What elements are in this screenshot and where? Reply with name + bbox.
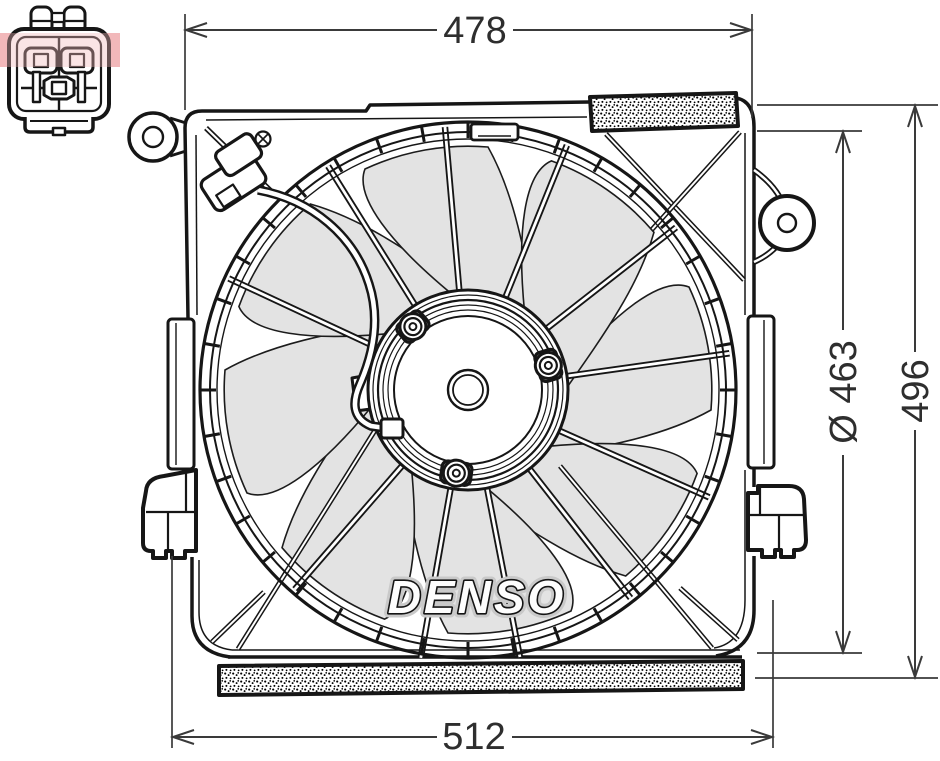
svg-text:Ø 463: Ø 463 <box>823 340 865 444</box>
shroud-connector-bracket <box>199 132 268 213</box>
connector-detail-inset: DENSO <box>0 5 120 137</box>
top-foam-pad <box>588 91 740 133</box>
left-mount-foot <box>141 468 198 560</box>
highlight-band-tint <box>0 33 120 67</box>
svg-text:478: 478 <box>443 10 506 52</box>
fan-ring <box>198 120 738 660</box>
ring-ribs <box>201 123 735 657</box>
dimension-top-width: 478 <box>182 10 755 52</box>
support-arms <box>227 126 730 659</box>
shaft-hole <box>446 368 490 412</box>
hub-bolts <box>395 309 564 488</box>
harness-clip <box>379 417 405 440</box>
dimensions: 478 512 Ø 463 496 <box>169 10 938 758</box>
left-flange <box>166 317 196 471</box>
svg-text:496: 496 <box>895 359 937 422</box>
dimension-fan-diameter: Ø 463 <box>823 128 865 656</box>
screw-symbol <box>254 130 272 148</box>
ring-top-clip <box>469 122 520 142</box>
motor-hub <box>350 288 570 492</box>
wire-harness <box>257 185 405 440</box>
top-left-mount-ear <box>127 111 187 163</box>
right-flange <box>746 314 776 470</box>
bottom-foam-pad <box>217 659 745 697</box>
brand-watermark: DENSO DENSO <box>383 567 568 628</box>
svg-text:DENSO: DENSO <box>388 571 567 623</box>
top-right-mount-ear <box>752 167 816 265</box>
connector-outline <box>7 5 111 137</box>
svg-text:512: 512 <box>442 716 505 758</box>
dimension-overall-height: 496 <box>895 102 937 681</box>
right-mount-foot <box>746 484 808 559</box>
dimension-bottom-width: 512 <box>169 716 776 758</box>
svg-text:DENSO: DENSO <box>388 571 567 623</box>
